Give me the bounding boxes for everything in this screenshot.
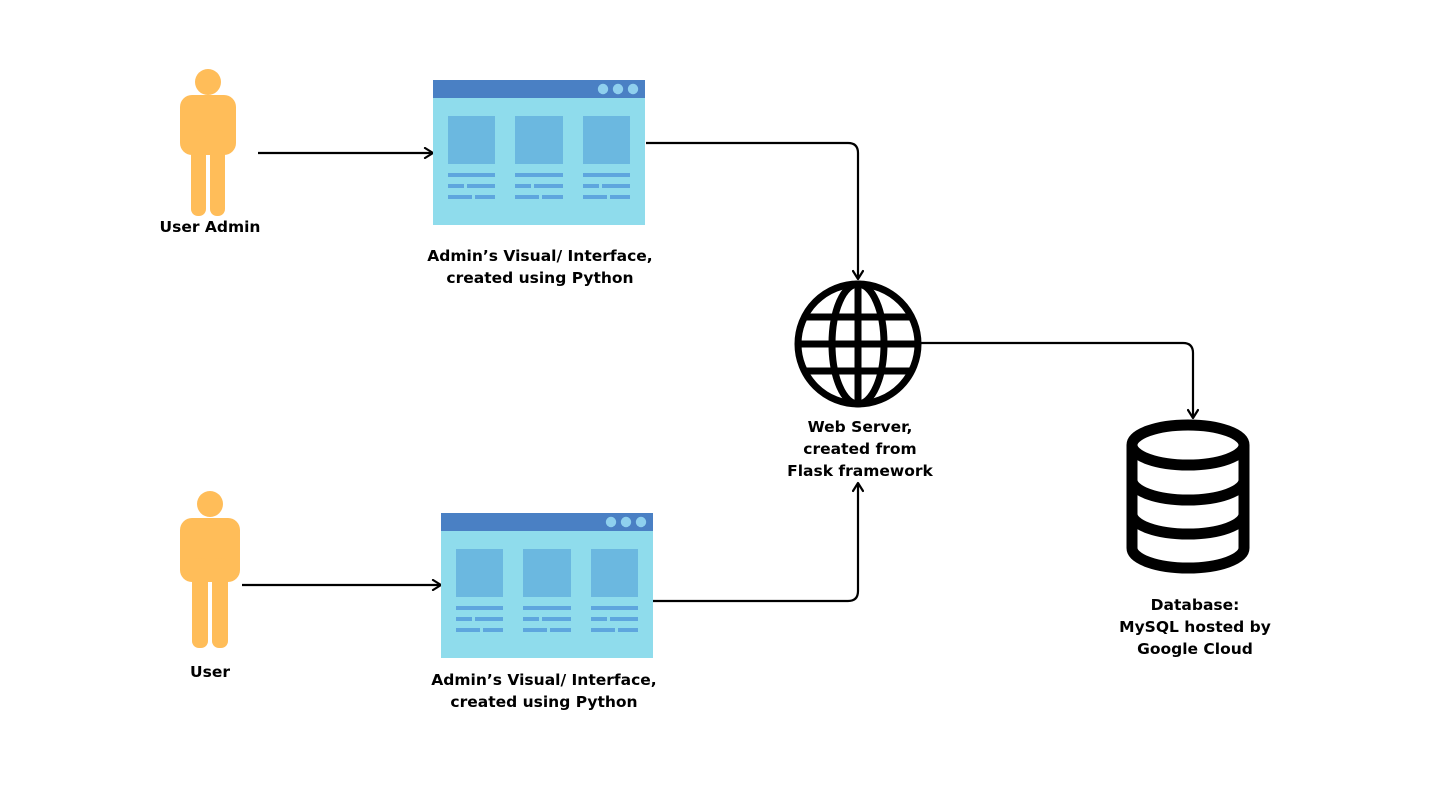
- label-line: Flask framework: [787, 462, 933, 480]
- label-line: created from: [803, 440, 917, 458]
- browser-window-icon: [433, 80, 645, 225]
- user-label: User: [190, 663, 230, 681]
- label-line: Google Cloud: [1137, 640, 1253, 658]
- label-line: Web Server,: [807, 418, 913, 436]
- label-line: Admin’s Visual/ Interface,: [427, 247, 653, 265]
- label-line: created using Python: [446, 269, 634, 287]
- label-line: Database:: [1150, 596, 1240, 614]
- label-line: created using Python: [450, 693, 638, 711]
- admin-interface-bottom-label: Admin’s Visual/ Interface, created using…: [419, 669, 669, 713]
- edge-web-server-to-database: [921, 341, 1193, 417]
- web-server-label: Web Server, created from Flask framework: [770, 416, 950, 482]
- browser-window-icon: [441, 513, 653, 658]
- edge-interface-top-to-web-server: [646, 141, 858, 278]
- connectors: [242, 141, 1193, 603]
- admin-interface-top-label: Admin’s Visual/ Interface, created using…: [415, 245, 665, 289]
- label-line: Admin’s Visual/ Interface,: [431, 671, 657, 689]
- edge-interface-bottom-to-web-server: [653, 484, 858, 603]
- database-icon: [1126, 419, 1250, 574]
- database-label: Database: MySQL hosted by Google Cloud: [1105, 594, 1285, 660]
- label-line: MySQL hosted by: [1119, 618, 1271, 636]
- user-admin-label: User Admin: [159, 218, 261, 236]
- globe-icon: [794, 280, 922, 408]
- person-icon: [180, 69, 236, 216]
- person-icon: [180, 491, 240, 648]
